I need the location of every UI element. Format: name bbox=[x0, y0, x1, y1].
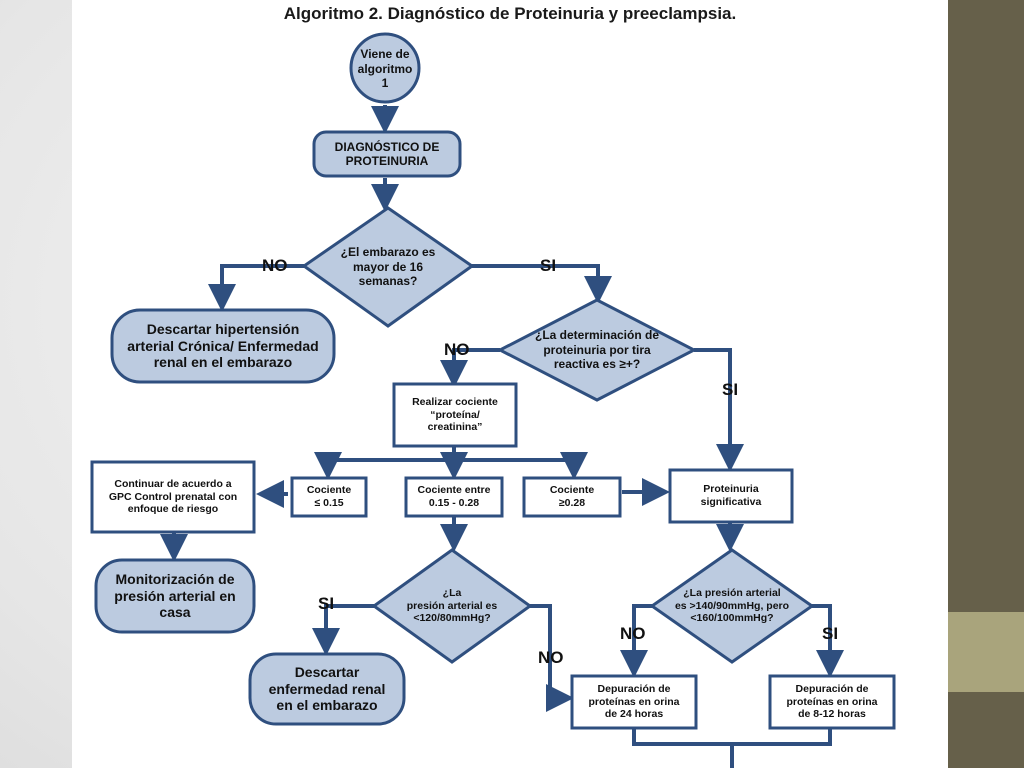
page-title: Algoritmo 2. Diagnóstico de Proteinuria … bbox=[283, 4, 737, 23]
cociente-alto-text: Cociente ≥0.28 bbox=[549, 484, 595, 509]
slide-side-bar-accent bbox=[948, 612, 1024, 692]
descartar-hipertension-box bbox=[110, 308, 336, 384]
diag-proteinuria-text: DIAGNÓSTICO DE PROTEINURIA bbox=[334, 139, 440, 168]
q-embarazo-diamond bbox=[301, 206, 475, 328]
proteinuria-significativa-box bbox=[668, 468, 794, 524]
edge-cociente-split bbox=[328, 446, 574, 462]
edge-q-rango-si bbox=[810, 604, 844, 678]
q-presion-rango-diamond bbox=[649, 548, 815, 664]
edge-q-embarazo-si bbox=[470, 264, 612, 304]
proteinuria-significativa-text: Proteinuria significativa bbox=[700, 483, 762, 508]
descartar-hipertension-text: Descartar hipertensión arterial Crónica/… bbox=[127, 320, 319, 371]
depuracion-24-text: Depuración de proteínas en orina de 24 h… bbox=[588, 683, 680, 721]
cociente-alto-box bbox=[522, 476, 622, 518]
diag-proteinuria-box bbox=[312, 130, 462, 178]
q-tira-text: ¿La determinación de proteinuria por tir… bbox=[534, 328, 660, 372]
edge-q-embarazo-no bbox=[208, 264, 304, 312]
q-presion-baja-text: ¿La presión arterial es <120/80mmHg? bbox=[406, 587, 498, 625]
descartar-renal-box bbox=[248, 652, 406, 726]
cociente-bajo-box bbox=[290, 476, 368, 518]
label-si-embarazo: SI bbox=[540, 256, 557, 275]
realizar-cociente-text: Realizar cociente “proteína/ creatinina” bbox=[412, 396, 498, 434]
label-si-presion-rango: SI bbox=[822, 624, 839, 643]
label-no-tira: NO bbox=[444, 340, 470, 359]
start-text: Viene de algoritmo 1 bbox=[357, 47, 413, 91]
q-tira-diamond bbox=[496, 298, 698, 402]
realizar-cociente-box bbox=[392, 382, 518, 448]
edge-depuracion-merge bbox=[632, 728, 832, 768]
label-no-presion-baja: NO bbox=[538, 648, 564, 667]
depuracion-8-12-text: Depuración de proteínas en orina de 8-12… bbox=[786, 683, 878, 721]
monitorizacion-text: Monitorización de presión arterial en ca… bbox=[114, 570, 236, 621]
monitorizacion-box bbox=[94, 558, 256, 634]
edge-q-rango-no bbox=[620, 604, 654, 678]
edge-q-presion-baja-si bbox=[312, 604, 374, 656]
q-presion-baja-diamond bbox=[371, 548, 533, 664]
depuracion-24-box bbox=[570, 674, 698, 730]
cociente-entre-text: Cociente entre 0.15 - 0.28 bbox=[417, 484, 491, 509]
cociente-entre-box bbox=[404, 476, 504, 518]
descartar-renal-text: Descartar enfermedad renal en el embaraz… bbox=[268, 663, 386, 714]
depuracion-8-12-box bbox=[768, 674, 896, 730]
start-circle bbox=[349, 32, 421, 104]
label-no-presion-rango: NO bbox=[620, 624, 646, 643]
edge-q-tira-si bbox=[694, 348, 744, 472]
q-presion-rango-text: ¿La presión arterial es >140/90mmHg, per… bbox=[674, 587, 790, 625]
label-no-embarazo: NO bbox=[262, 256, 288, 275]
cociente-bajo-text: Cociente ≤ 0.15 bbox=[306, 484, 352, 509]
label-si-tira: SI bbox=[722, 380, 739, 399]
continuar-gpc-text: Continuar de acuerdo a GPC Control prena… bbox=[108, 478, 238, 516]
edge-q-tira-no bbox=[440, 348, 500, 388]
edge-q-presion-baja-no bbox=[530, 604, 574, 712]
label-si-presion-baja: SI bbox=[318, 594, 335, 613]
continuar-gpc-box bbox=[90, 460, 256, 534]
q-embarazo-text: ¿El embarazo es mayor de 16 semanas? bbox=[340, 245, 436, 289]
